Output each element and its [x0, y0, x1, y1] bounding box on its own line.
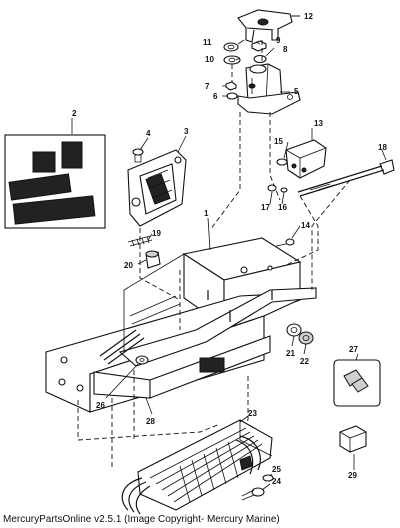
- part-4-screw[interactable]: [132, 148, 144, 163]
- part-11-washer[interactable]: [223, 42, 239, 52]
- callout-8[interactable]: 8: [283, 45, 288, 54]
- part-16-washer[interactable]: [280, 187, 288, 193]
- part-1-mounting-tray[interactable]: [45, 237, 317, 413]
- callout-6[interactable]: 6: [213, 92, 218, 101]
- callout-14[interactable]: 14: [301, 221, 310, 230]
- callout-29[interactable]: 29: [348, 471, 357, 480]
- part-14-screw[interactable]: [275, 238, 295, 247]
- callout-5[interactable]: 5: [294, 87, 299, 96]
- callout-2[interactable]: 2: [72, 109, 77, 118]
- part-29-plug[interactable]: [339, 425, 367, 453]
- part-22-grommet[interactable]: [298, 331, 314, 345]
- callout-24[interactable]: 24: [272, 477, 281, 486]
- callout-12[interactable]: 12: [304, 12, 313, 21]
- callout-4[interactable]: 4: [146, 129, 151, 138]
- callout-27[interactable]: 27: [349, 345, 358, 354]
- part-27-fuse-kit[interactable]: [333, 359, 381, 407]
- callout-25[interactable]: 25: [272, 465, 281, 474]
- callout-18[interactable]: 18: [378, 143, 387, 152]
- part-12-bracket-clamp[interactable]: [237, 9, 300, 43]
- part-19-stud[interactable]: [127, 235, 153, 247]
- callout-10[interactable]: 10: [205, 55, 214, 64]
- callout-11[interactable]: 11: [203, 38, 212, 47]
- part-18-long-bolt[interactable]: [297, 159, 395, 197]
- part-8-nut[interactable]: [253, 54, 267, 64]
- callout-leaders: [71, 15, 387, 491]
- callout-26[interactable]: 26: [96, 401, 105, 410]
- callout-16[interactable]: 16: [278, 203, 287, 212]
- part-13-connector-block[interactable]: [285, 139, 327, 179]
- part-23-regulator[interactable]: [121, 419, 273, 515]
- part-7-nut[interactable]: [225, 81, 237, 91]
- part-2-decal-kit[interactable]: [4, 134, 106, 229]
- part-10-washer[interactable]: [223, 55, 241, 65]
- callout-7[interactable]: 7: [205, 82, 210, 91]
- callout-9[interactable]: 9: [276, 36, 281, 45]
- callout-28[interactable]: 28: [146, 417, 155, 426]
- part-17-nut[interactable]: [267, 184, 277, 192]
- part-25-washer[interactable]: [262, 474, 274, 482]
- callout-17[interactable]: 17: [261, 203, 270, 212]
- part-21-washer[interactable]: [286, 323, 302, 337]
- callout-13[interactable]: 13: [314, 119, 323, 128]
- part-9-nut[interactable]: [251, 40, 267, 52]
- part-3-rectifier-bracket[interactable]: [127, 149, 187, 227]
- part-5-solenoid[interactable]: [237, 63, 301, 115]
- part-26-fastener[interactable]: [135, 355, 149, 365]
- callout-21[interactable]: 21: [286, 349, 295, 358]
- image-caption: MercuryPartsOnline v2.5.1 (Image Copyrig…: [3, 514, 280, 525]
- part-15-nut[interactable]: [276, 158, 288, 166]
- part-6-washer[interactable]: [226, 92, 238, 100]
- callout-numbers: 12 11 9 10 8 7 6 5 2 4 3 13 15 18 17 16 …: [72, 12, 387, 486]
- callout-19[interactable]: 19: [152, 229, 161, 238]
- callout-1[interactable]: 1: [204, 209, 209, 218]
- part-24-screw[interactable]: [241, 487, 265, 501]
- callout-20[interactable]: 20: [124, 261, 133, 270]
- callout-15[interactable]: 15: [274, 137, 283, 146]
- callout-23[interactable]: 23: [248, 409, 257, 418]
- callout-22[interactable]: 22: [300, 357, 309, 366]
- callout-3[interactable]: 3: [184, 127, 189, 136]
- part-20-bushing[interactable]: [145, 250, 161, 269]
